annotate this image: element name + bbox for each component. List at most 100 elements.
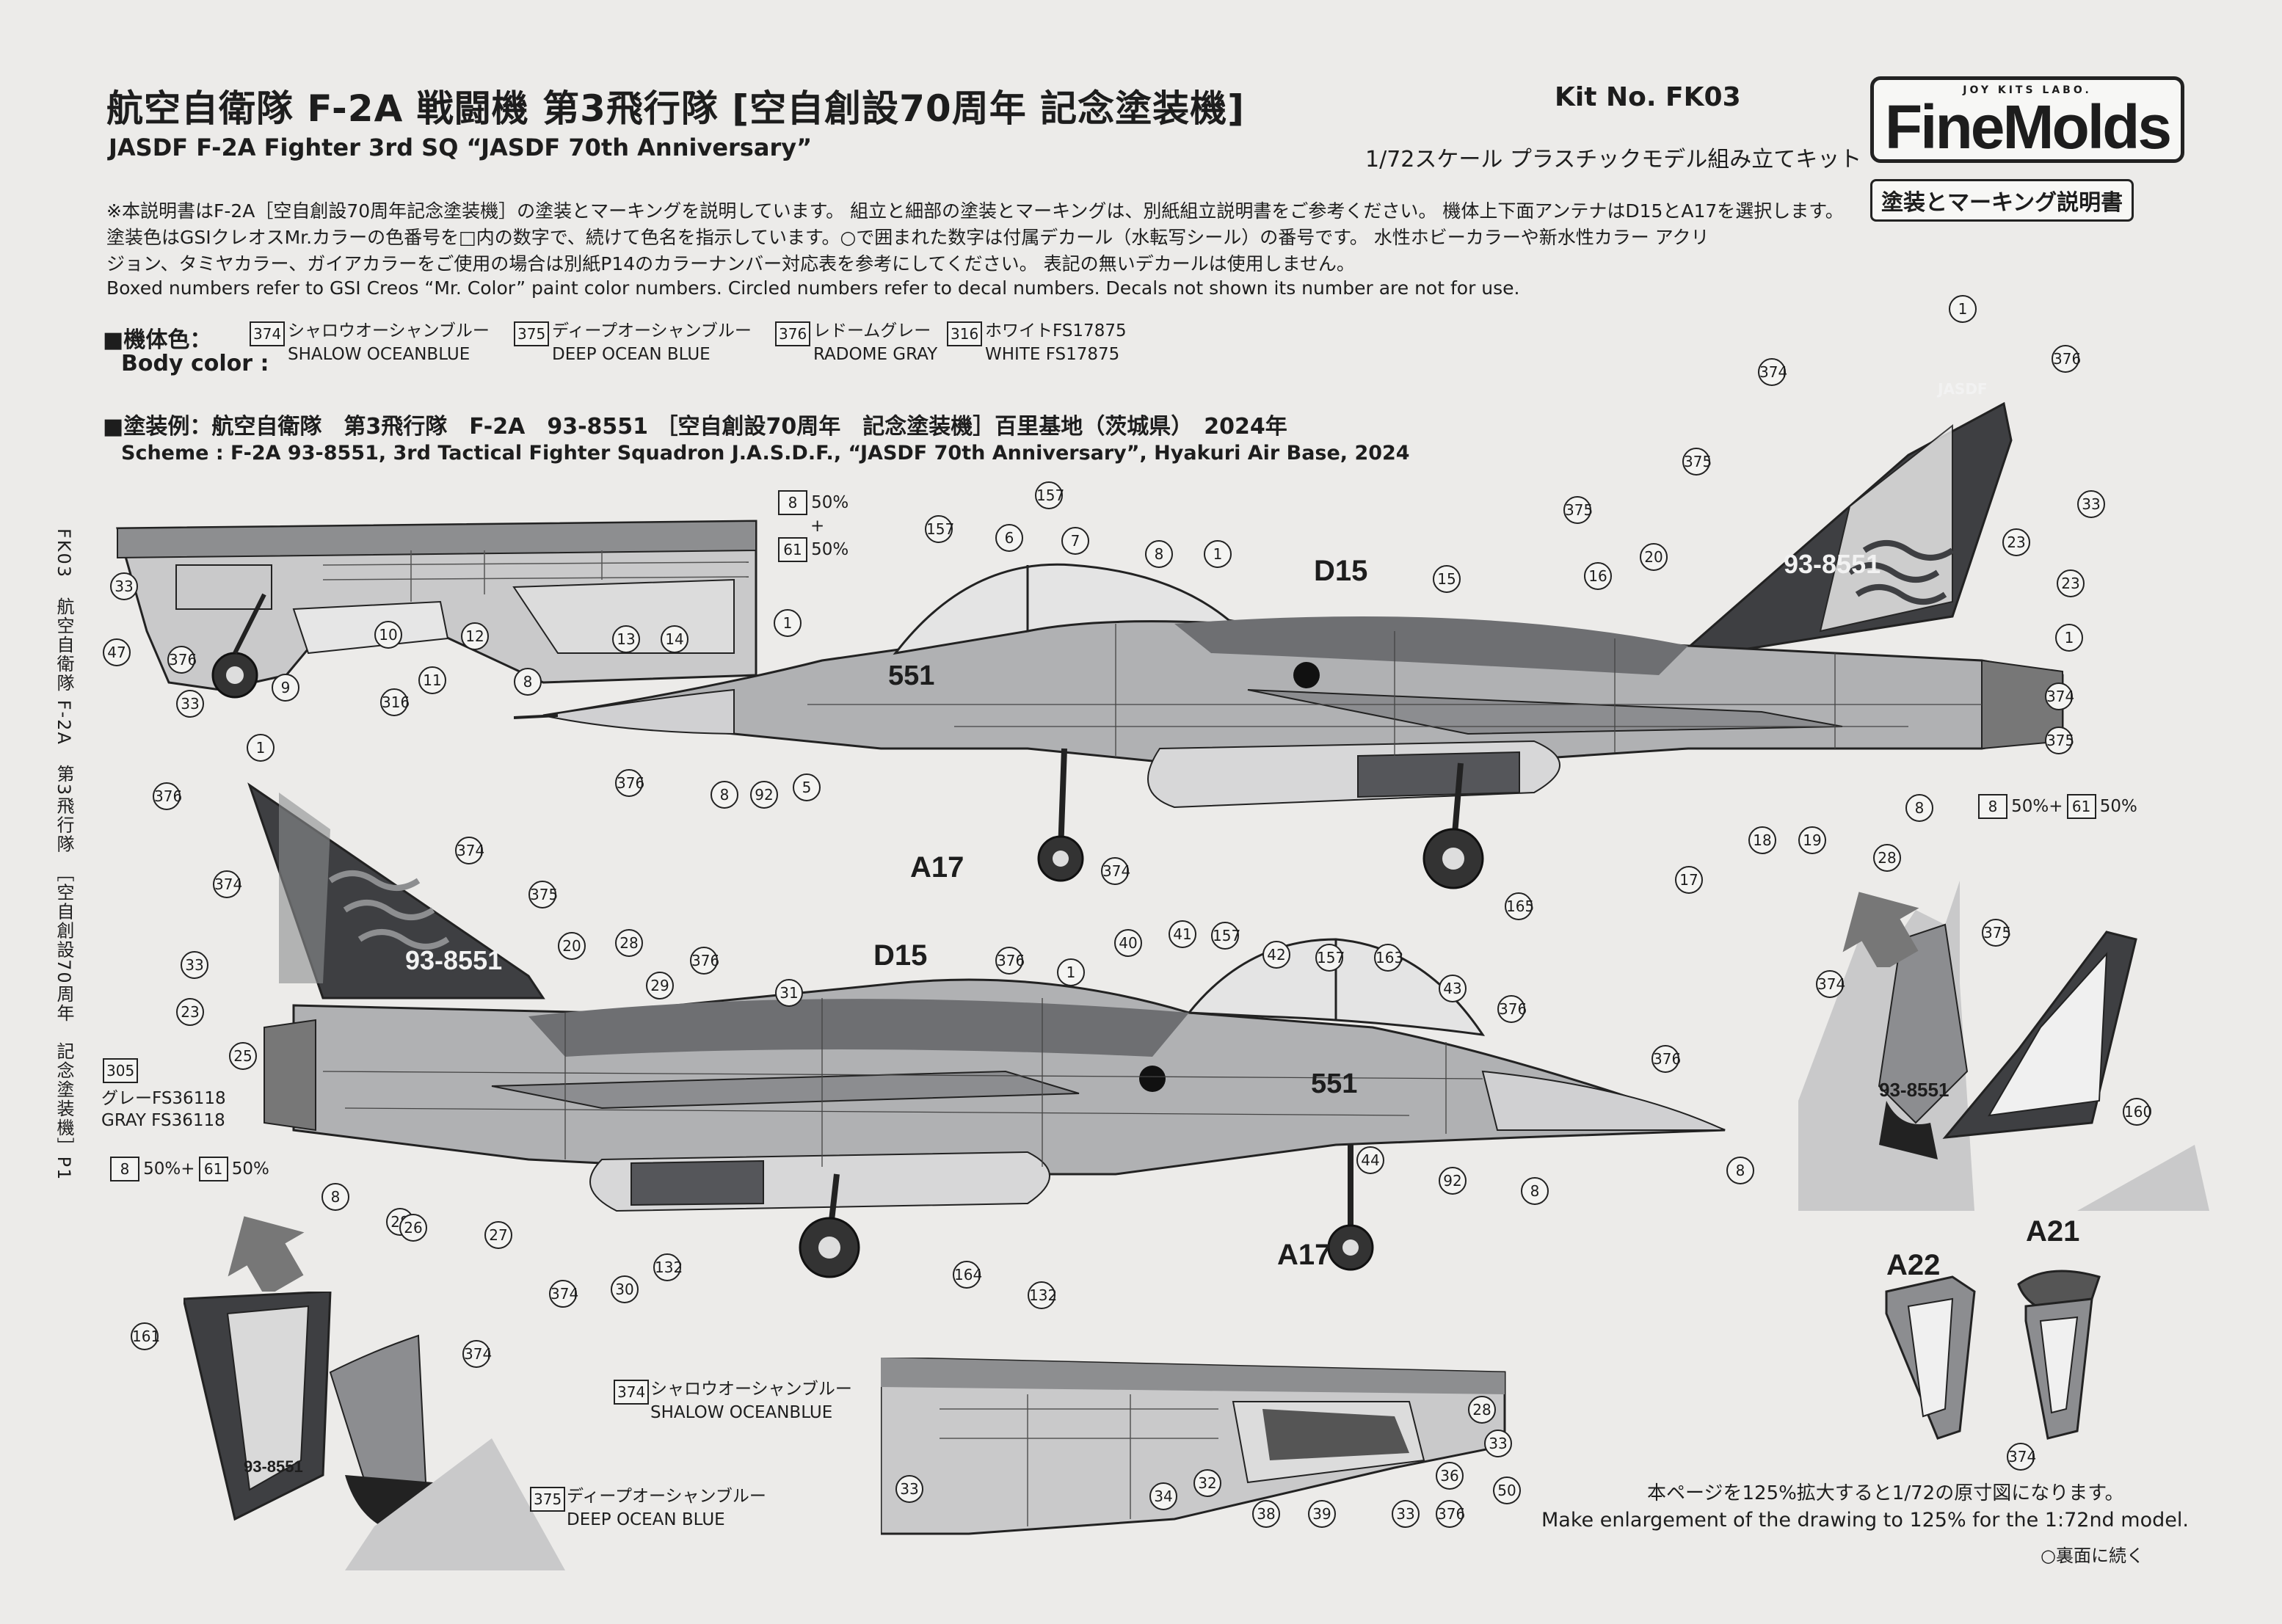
decal-callout: 157 [1035, 481, 1064, 509]
decal-callout: 13 [612, 625, 640, 653]
decal-callout: 157 [1211, 922, 1240, 950]
note-line-4: Boxed numbers refer to GSI Creos “Mr. Co… [106, 277, 1520, 299]
finemolds-logo: JOY KITS LABO. FineMolds [1870, 76, 2184, 163]
note-line-1: ※本説明書はF-2A［空自創設70周年記念塗装機］の塗装とマーキングを説明してい… [106, 200, 1844, 222]
decal-callout: 38 [1252, 1500, 1280, 1528]
decal-callout: 28 [615, 929, 643, 957]
decal-callout: 6 [995, 524, 1023, 552]
color-number-box: 376 [775, 321, 811, 346]
direction-arrow-icon [228, 1216, 305, 1292]
decal-callout: 374 [455, 837, 484, 864]
decal-callout: 8 [1521, 1177, 1549, 1205]
aircraft-right-side-view [247, 782, 1726, 1278]
decal-callout: 40 [1114, 929, 1142, 957]
decal-callout: 376 [1436, 1500, 1465, 1528]
decal-callout: 41 [1169, 920, 1196, 948]
decal-callout: 12 [461, 622, 489, 650]
decal-callout: 374 [2007, 1443, 2036, 1471]
decal-callout: 20 [1640, 543, 1668, 571]
tail-inset-serial: 93-8551 [1879, 1079, 1949, 1101]
antenna-label-bottom: A17 [910, 851, 964, 884]
decal-callout: 132 [653, 1253, 683, 1281]
decal-callout: 376 [153, 782, 182, 810]
body-color-item: 316 ホワイトFS17875 WHITE FS17875 [947, 321, 1127, 364]
logo-main-text: FineMolds [1884, 92, 2172, 161]
decal-callout: 374 [462, 1340, 492, 1368]
footer-jp: 本ページを125%拡大すると1/72の原寸図になります。 [1647, 1482, 2124, 1504]
decal-callout: 8 [321, 1183, 349, 1211]
title-en: JASDF F-2A Fighter 3rd SQ “JASDF 70th An… [109, 134, 813, 161]
decal-callout: 157 [925, 515, 954, 543]
body-color-item: 374 シャロウオーシャンブルー SHALOW OCEANBLUE [250, 321, 490, 364]
decal-callout: 374 [1816, 970, 1845, 998]
decal-callout: 33 [1392, 1500, 1420, 1528]
bottom-color-note: 374 シャロウオーシャンブルー SHALOW OCEANBLUE [614, 1380, 852, 1422]
decal-callout: 375 [2045, 727, 2074, 754]
decal-callout: 23 [176, 998, 204, 1026]
decal-callout: 1 [1204, 540, 1232, 568]
color-number-box: 375 [514, 321, 550, 346]
decal-callout: 28 [1468, 1396, 1496, 1424]
tail-bottom-inset [183, 1292, 565, 1570]
tail-text: JASDF [1938, 380, 1988, 398]
title-jp: 航空自衛隊 F-2A 戦闘機 第3飛行隊 [空自創設70周年 記念塗装機] [106, 87, 1245, 130]
nose-number-right: 551 [1311, 1068, 1358, 1099]
plus-sign: + [810, 517, 825, 536]
decal-callout: 30 [611, 1275, 639, 1303]
decal-callout: 14 [661, 625, 688, 653]
decal-callout: 163 [1374, 944, 1403, 972]
footer-next: ○裏面に続く [2041, 1545, 2144, 1566]
decal-callout: 375 [1563, 496, 1593, 524]
decal-callout: 44 [1356, 1146, 1384, 1174]
decal-callout: 8 [1726, 1157, 1754, 1184]
decal-callout: 7 [1061, 527, 1089, 555]
antenna-label-top: D15 [1314, 555, 1368, 587]
tail-serial: 93-8551 [1784, 549, 1881, 579]
decal-callout: 8 [711, 781, 738, 809]
decal-callout: 26 [399, 1214, 427, 1242]
bottom-inset-serial: 93-8551 [244, 1457, 303, 1476]
mix-note-left: 8 50%+ 61 50% [110, 1157, 269, 1181]
kit-number: Kit No. FK03 [1555, 82, 1741, 112]
decal-callout: 33 [181, 951, 208, 979]
decal-callout: 11 [418, 666, 446, 694]
decal-callout: 374 [1101, 857, 1130, 885]
bottom-color-note: 375 ディープオーシャンブルー DEEP OCEAN BLUE [530, 1487, 766, 1529]
decal-callout: 1 [247, 734, 275, 762]
scheme-en: Scheme : F-2A 93-8551, 3rd Tactical Figh… [121, 442, 1410, 465]
color-number-box: 316 [947, 321, 983, 346]
decal-callout: 20 [558, 932, 586, 960]
footer-en: Make enlargement of the drawing to 125% … [1541, 1509, 2189, 1532]
decal-callout: 29 [646, 972, 674, 999]
color-number-box: 374 [250, 321, 286, 346]
decal-callout: 92 [750, 781, 778, 809]
note-line-3: ジョン、タミヤカラー、ガイアカラーをご使用の場合は別紙P14のカラーナンバー対応… [106, 253, 1355, 274]
logo-subtitle: 塗装とマーキング説明書 [1870, 179, 2134, 222]
decal-callout: 376 [995, 947, 1025, 975]
note-line-2: 塗装色はGSIクレオスMr.カラーの色番号を□内の数字で、続けて色名を指示してい… [106, 227, 1709, 248]
decal-callout: 16 [1584, 562, 1612, 590]
decal-callout: 33 [895, 1475, 923, 1503]
decal-callout: 42 [1262, 941, 1290, 969]
decal-callout: 1 [2055, 624, 2083, 652]
decal-callout: 376 [167, 646, 197, 674]
logo-small-text: JOY KITS LABO. [1963, 84, 2092, 96]
decal-callout: 132 [1028, 1281, 1057, 1309]
decal-callout: 1 [774, 609, 802, 637]
decal-callout: 34 [1149, 1482, 1177, 1510]
decal-callout: 23 [2057, 569, 2085, 597]
decal-callout: 375 [1682, 448, 1712, 476]
decal-callout: 33 [1484, 1430, 1512, 1457]
part-label-a22: A22 [1886, 1249, 1941, 1281]
decal-callout: 376 [2052, 345, 2081, 373]
decal-callout: 1 [1057, 958, 1085, 986]
decal-callout: 374 [2045, 682, 2074, 710]
scheme-jp: ■塗装例：航空自衛隊 第3飛行隊 F-2A 93-8551 ［空自創設70周年 … [103, 414, 1287, 440]
decal-callout: 376 [690, 947, 719, 975]
side-page-label: FK03 航空自衛隊 F-2A 第3飛行隊 ［空自創設70周年 記念塗装機］P1 [54, 528, 74, 1181]
decal-callout: 8 [1905, 794, 1933, 822]
decal-callout: 160 [2123, 1098, 2152, 1126]
decal-callout: 8 [1145, 540, 1173, 568]
antenna-label-top-right: D15 [873, 939, 928, 972]
decal-callout: 375 [528, 881, 558, 909]
